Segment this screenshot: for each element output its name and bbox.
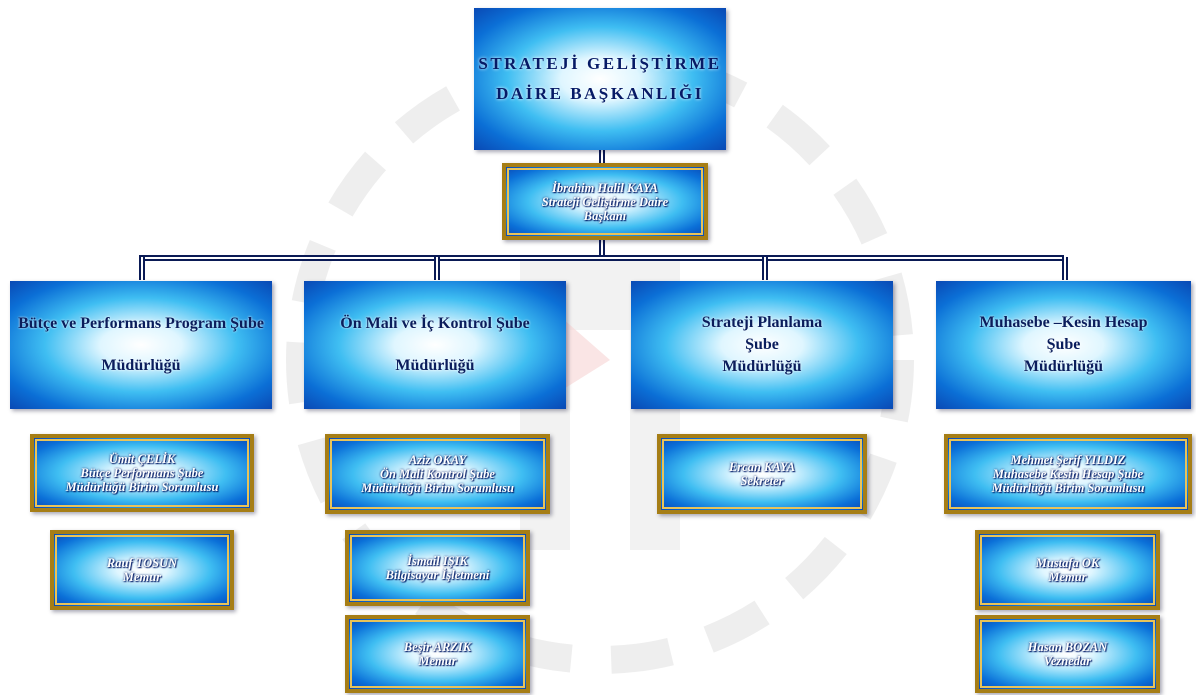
head-person-title-line2: Başkanı bbox=[583, 208, 627, 223]
staff-role: Veznedar bbox=[1043, 654, 1092, 668]
staff-card-umit-celik: Ümit ÇELİK Bütçe Performans Şube Müdürlü… bbox=[30, 434, 254, 512]
branch-budget-sub: Müdürlüğü bbox=[101, 357, 181, 374]
staff-role: Bütçe Performans Şube bbox=[80, 466, 204, 480]
branch-budget-performance: Bütçe ve Performans Program Şube Müdürlü… bbox=[10, 281, 272, 409]
staff-name: Rauf TOSUN bbox=[106, 556, 178, 570]
branch-accounting: Muhasebe –Kesin Hesap Şube Müdürlüğü bbox=[936, 281, 1191, 409]
staff-role: Memur bbox=[418, 654, 457, 668]
branch-planning-title2: Şube bbox=[745, 336, 779, 353]
staff-name: Mehmet Şerif YILDIZ bbox=[1010, 453, 1126, 467]
branch-budget-title: Bütçe ve Performans Program Şube bbox=[18, 315, 264, 332]
branch-planning-sub: Müdürlüğü bbox=[722, 358, 802, 375]
staff-card-rauf-tosun: Rauf TOSUN Memur bbox=[50, 530, 234, 610]
staff-role-cont: Müdürlüğü Birim Sorumlusu bbox=[65, 480, 219, 494]
connector-top-vertical bbox=[599, 150, 601, 168]
staff-role: Sekreter bbox=[740, 474, 784, 488]
branch-accounting-title: Muhasebe –Kesin Hesap bbox=[979, 314, 1148, 331]
staff-card-hasan-bozan: Hasan BOZAN Veznedar bbox=[975, 615, 1160, 693]
staff-role: Ön Mali Kontrol Şube bbox=[380, 467, 495, 481]
staff-card-aziz-okay: Aziz OKAY Ön Mali Kontrol Şube Müdürlüğü… bbox=[325, 434, 550, 514]
connector-branch-4 bbox=[1062, 257, 1064, 280]
staff-name: Hasan BOZAN bbox=[1027, 640, 1108, 654]
connector-head-vertical bbox=[599, 240, 601, 256]
staff-name: Aziz OKAY bbox=[408, 453, 467, 467]
top-department-box: STRATEJİ GELİŞTİRME DAİRE BAŞKANLIĞI bbox=[474, 8, 726, 150]
staff-card-ercan-kaya: Ercan KAYA Sekreter bbox=[657, 434, 867, 514]
staff-role: Memur bbox=[122, 570, 162, 584]
staff-card-ismail-isik: İsmail IŞIK Bilgisayar İşletmeni bbox=[345, 530, 530, 606]
head-person-title-line1: Strateji Geliştirme Daire bbox=[541, 194, 669, 209]
branch-control-title: Ön Mali ve İç Kontrol Şube bbox=[340, 315, 530, 332]
staff-name: Mustafa OK bbox=[1035, 556, 1100, 570]
staff-name: Beşir ARZIK bbox=[403, 640, 472, 654]
staff-role-cont: Müdürlüğü Birim Sorumlusu bbox=[991, 481, 1145, 495]
branch-control-sub: Müdürlüğü bbox=[395, 357, 475, 374]
staff-card-mehmet-serif-yildiz: Mehmet Şerif YILDIZ Muhasebe Kesin Hesap… bbox=[944, 434, 1192, 514]
connector-branch-2 bbox=[434, 257, 436, 280]
connector-branch-3 bbox=[762, 257, 764, 280]
top-department-line1: STRATEJİ GELİŞTİRME bbox=[478, 54, 722, 73]
staff-role: Memur bbox=[1048, 570, 1087, 584]
branch-planning-title: Strateji Planlama bbox=[701, 314, 823, 331]
head-person-box: İbrahim Halil KAYA Strateji Geliştirme D… bbox=[502, 163, 708, 240]
branch-pre-financial-control: Ön Mali ve İç Kontrol Şube Müdürlüğü bbox=[304, 281, 566, 409]
head-person-name: İbrahim Halil KAYA bbox=[551, 180, 659, 195]
staff-name: Ümit ÇELİK bbox=[108, 452, 176, 466]
staff-name: İsmail IŞIK bbox=[407, 554, 468, 568]
connector-horizontal-bus bbox=[139, 255, 1064, 257]
branch-accounting-title2: Şube bbox=[1046, 336, 1081, 353]
staff-card-mustafa-ok: Mustafa OK Memur bbox=[975, 530, 1160, 610]
staff-role-cont: Müdürlüğü Birim Sorumlusu bbox=[361, 481, 514, 495]
staff-name: Ercan KAYA bbox=[728, 460, 796, 474]
staff-role: Bilgisayar İşletmeni bbox=[385, 568, 490, 582]
top-department-line2: DAİRE BAŞKANLIĞI bbox=[496, 84, 704, 103]
staff-role: Muhasebe Kesin Hesap Şube bbox=[992, 467, 1144, 481]
staff-card-besir-arzik: Beşir ARZIK Memur bbox=[345, 615, 530, 693]
branch-strategy-planning: Strateji Planlama Şube Müdürlüğü bbox=[631, 281, 893, 409]
connector-branch-1 bbox=[139, 257, 141, 280]
branch-accounting-sub: Müdürlüğü bbox=[1023, 358, 1104, 375]
